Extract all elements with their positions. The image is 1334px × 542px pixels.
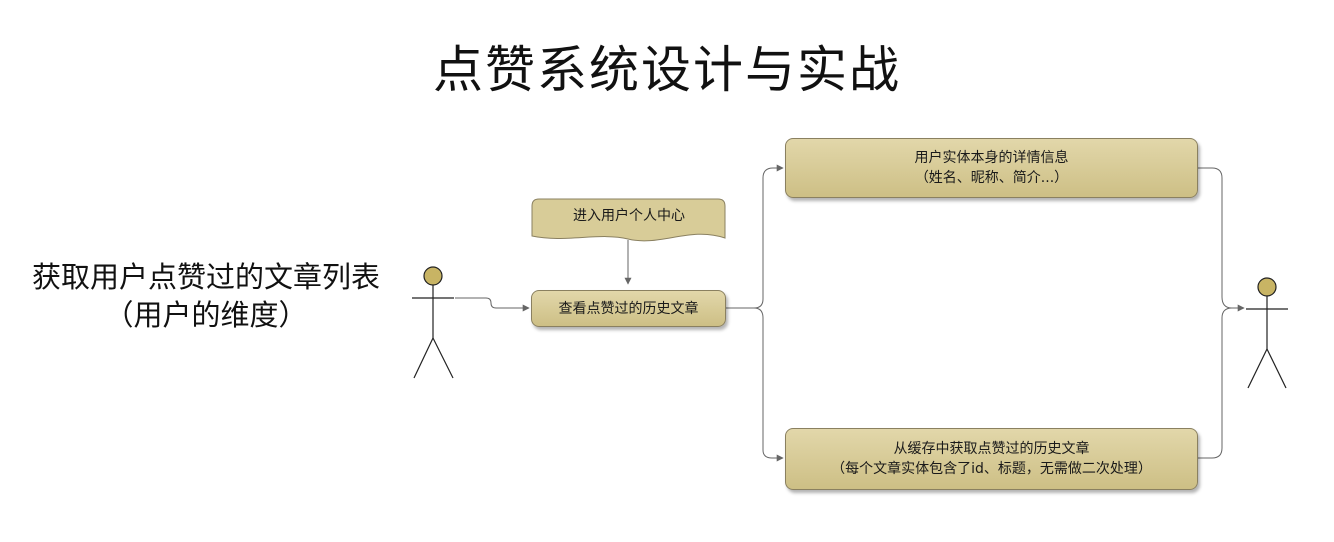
note-text: 进入用户个人中心 xyxy=(534,200,724,232)
left-actor-head xyxy=(423,266,443,286)
page-title: 点赞系统设计与实战 xyxy=(433,41,901,99)
connector-cache-to-actor xyxy=(1198,307,1233,459)
connector-view-to-detail xyxy=(726,164,784,309)
node-user-detail-line1: 用户实体本身的详情信息 xyxy=(914,150,1069,166)
left-actor xyxy=(412,266,454,379)
node-user-detail-line2: （姓名、昵称、简介...） xyxy=(914,170,1069,186)
use-case-label-line1: 获取用户点赞过的文章列表 xyxy=(31,260,380,294)
connector-detail-to-actor xyxy=(1198,167,1245,312)
right-actor-head xyxy=(1257,277,1277,297)
connector-view-to-cache xyxy=(726,307,784,462)
connector-actor-to-view xyxy=(455,297,530,312)
note-shape xyxy=(531,198,726,242)
node-cache-fetch-line2: （每个文章实体包含了id、标题，无需做二次处理） xyxy=(831,461,1152,477)
node-cache-fetch: 从缓存中获取点赞过的历史文章 （每个文章实体包含了id、标题，无需做二次处理） xyxy=(785,428,1198,490)
use-case-label: 获取用户点赞过的文章列表 （用户的维度） xyxy=(0,258,412,334)
node-user-detail: 用户实体本身的详情信息 （姓名、昵称、简介...） xyxy=(785,138,1198,198)
use-case-label-line2: （用户的维度） xyxy=(104,298,308,332)
note-label: 进入用户个人中心 xyxy=(573,208,685,224)
node-view-history-label: 查看点赞过的历史文章 xyxy=(558,300,699,317)
right-actor xyxy=(1246,277,1288,389)
node-view-history: 查看点赞过的历史文章 xyxy=(531,290,726,327)
node-cache-fetch-line1: 从缓存中获取点赞过的历史文章 xyxy=(893,441,1090,457)
